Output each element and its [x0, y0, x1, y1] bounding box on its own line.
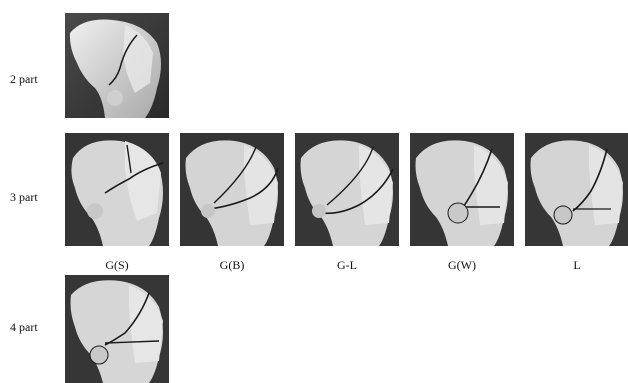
fracture-image-3-part-gl	[295, 133, 399, 246]
caption-gs: G(S)	[65, 258, 169, 273]
bone-fracture-3-part-l-icon	[525, 133, 628, 246]
caption-gl: G-L	[295, 258, 399, 273]
fracture-image-3-part-l	[525, 133, 628, 246]
fracture-image-3-part-gb	[180, 133, 284, 246]
bone-fracture-3-part-gl-icon	[295, 133, 399, 246]
bone-fracture-2-part-icon	[65, 13, 169, 118]
row-label-3-part: 3 part	[10, 190, 38, 205]
caption-gw: G(W)	[410, 258, 514, 273]
caption-gb: G(B)	[180, 258, 284, 273]
row-label-2-part: 2 part	[10, 72, 38, 87]
bone-fracture-3-part-gw-icon	[410, 133, 514, 246]
fracture-image-3-part-gw	[410, 133, 514, 246]
caption-l: L	[525, 258, 628, 273]
row-label-4-part: 4 part	[10, 320, 38, 335]
fracture-image-2-part	[65, 13, 169, 118]
bone-fracture-3-part-gb-icon	[180, 133, 284, 246]
bone-fracture-3-part-gs-icon	[65, 133, 169, 246]
fracture-image-4-part	[65, 275, 169, 383]
fracture-image-3-part-gs	[65, 133, 169, 246]
bone-fracture-4-part-icon	[65, 275, 169, 383]
